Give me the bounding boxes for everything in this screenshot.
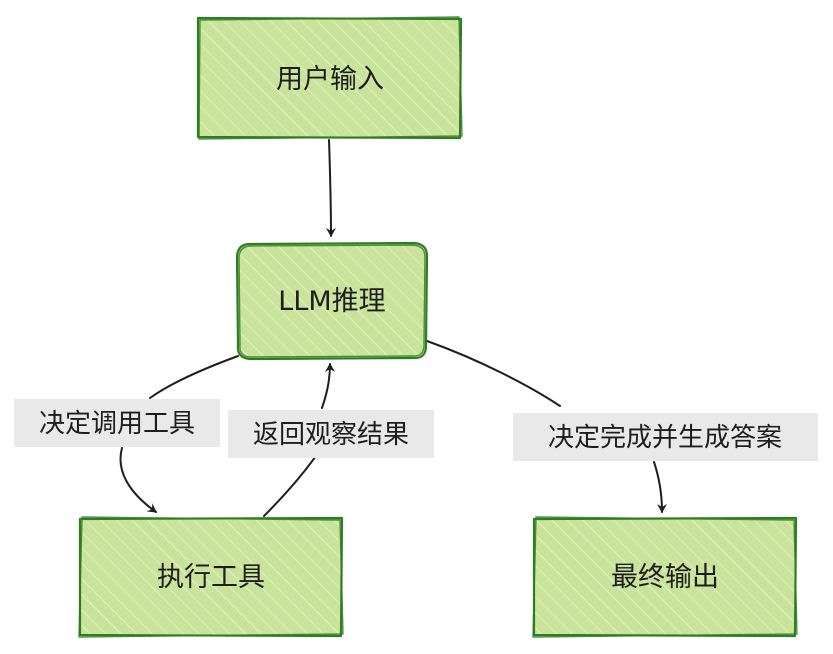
node-llm-reasoning-label: LLM推理 xyxy=(278,286,385,317)
edge-label-decide-complete: 决定完成并生成答案 xyxy=(513,413,818,461)
node-llm-reasoning[interactable]: LLM推理 xyxy=(235,241,429,361)
edge-label-decide-complete-text: 决定完成并生成答案 xyxy=(548,423,782,453)
edge-label-return-observation: 返回观察结果 xyxy=(228,410,434,458)
node-user-input-label: 用户输入 xyxy=(276,64,384,95)
edge-label-decide-call-tool: 决定调用工具 xyxy=(14,399,220,447)
edge-label-return-observation-text: 返回观察结果 xyxy=(253,420,409,450)
node-execute-tool[interactable]: 执行工具 xyxy=(78,516,344,638)
node-user-input[interactable]: 用户输入 xyxy=(196,16,463,140)
node-final-output[interactable]: 最终输出 xyxy=(532,516,798,638)
edge-llm-to-output xyxy=(426,340,667,513)
edge-input-to-llm xyxy=(325,139,336,237)
node-execute-tool-label: 执行工具 xyxy=(157,562,265,593)
edge-label-decide-call-tool-text: 决定调用工具 xyxy=(39,409,195,439)
edge-llm-to-tool xyxy=(119,355,239,513)
edge-tool-to-llm xyxy=(263,363,335,517)
node-final-output-label: 最终输出 xyxy=(611,562,719,593)
